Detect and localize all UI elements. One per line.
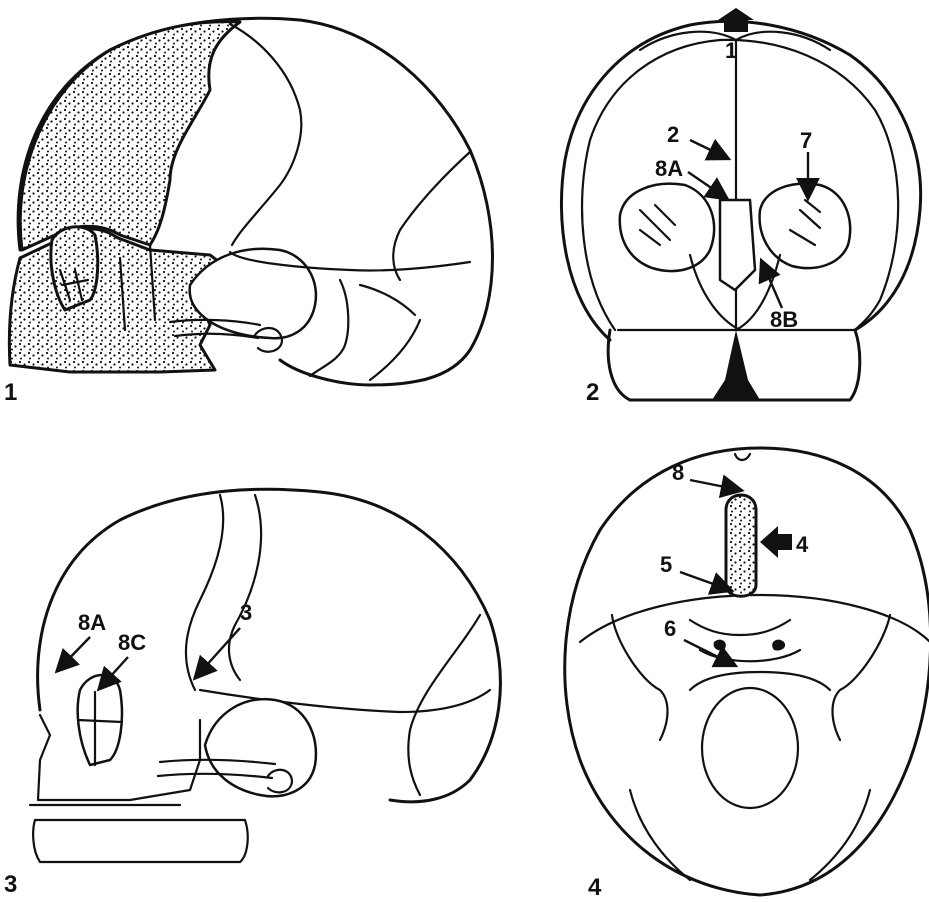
panel-2-label-2: 2 bbox=[667, 122, 679, 147]
panel-3-number: 3 bbox=[4, 871, 17, 898]
panel-4-label-5: 5 bbox=[660, 552, 672, 577]
panel-2-label-7: 7 bbox=[800, 128, 812, 153]
panel-3-lateral-skull: 8A 8C 3 3 bbox=[4, 489, 500, 898]
arrow-8b bbox=[762, 262, 782, 308]
panel-2-label-8b: 8B bbox=[770, 307, 798, 332]
panel-3-label-8c: 8C bbox=[118, 630, 146, 655]
panel-4-label-4: 4 bbox=[796, 532, 809, 557]
panel-4-superior-skull: 4 8 5 6 4 bbox=[565, 448, 929, 901]
arrow-8a-lateral bbox=[58, 637, 90, 670]
panel-1-number: 1 bbox=[4, 379, 17, 406]
panel-2-label-8a: 8A bbox=[655, 156, 683, 181]
panel-4-label-8: 8 bbox=[672, 460, 684, 485]
panel-2-number: 2 bbox=[586, 379, 599, 406]
panel-3-label-8a: 8A bbox=[78, 610, 106, 635]
panel-1-lateral-skull: 1 bbox=[4, 18, 493, 406]
arrow-6 bbox=[684, 640, 734, 665]
arrow-8 bbox=[690, 480, 740, 490]
panel-4-number: 4 bbox=[588, 874, 602, 901]
panel-2-label-1: 1 bbox=[725, 38, 737, 63]
panel-4-label-6: 6 bbox=[664, 616, 676, 641]
panel-2-frontal-skull: 1 2 8A 7 8B 2 bbox=[561, 8, 920, 406]
arrow-2 bbox=[690, 140, 727, 158]
arrow-5 bbox=[680, 572, 730, 590]
panel-3-label-3: 3 bbox=[240, 600, 252, 625]
